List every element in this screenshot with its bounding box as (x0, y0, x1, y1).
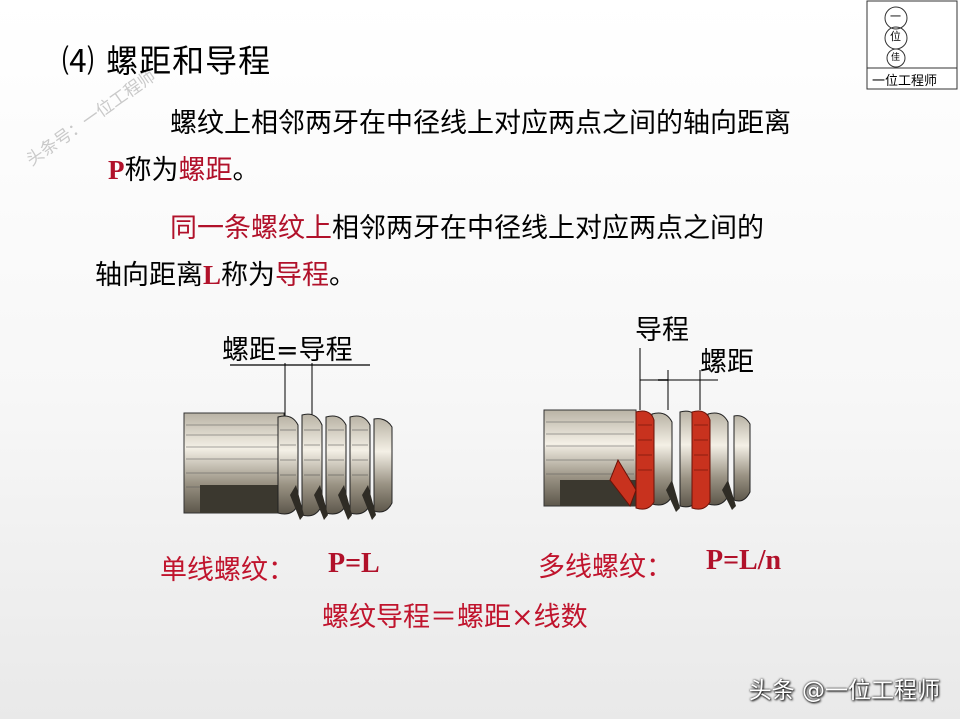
text: 。 (329, 260, 357, 291)
logo-caption: 一位工程师 (872, 74, 938, 89)
single-thread-formula: P=L (328, 548, 380, 579)
multi-thread-label: 多线螺纹： (538, 552, 673, 583)
same-thread-text: 同一条螺纹上 (170, 213, 332, 244)
symbol-l: L (203, 260, 222, 290)
logo-char: 佳 (891, 53, 901, 63)
pitch-equals-lead-label: 螺距=导程 (222, 335, 353, 366)
term-pitch: 螺距 (178, 155, 233, 186)
text: 称为 (124, 155, 179, 186)
text: 轴向距离 (95, 260, 203, 291)
lead-definition: 同一条螺纹上相邻两牙在中径线上对应两点之间的 轴向距离L称为导程。 (95, 205, 925, 299)
multi-thread-screw-figure (543, 348, 751, 512)
footer-watermark: 头条 @一位工程师 (748, 678, 940, 704)
logo-char: 位 (890, 30, 901, 43)
single-thread-screw-figure (183, 363, 393, 520)
page-title: ⑷ 螺距和导程 (62, 42, 272, 80)
pitch-label: 螺距 (700, 347, 754, 378)
logo-char: 一 (890, 10, 901, 23)
lead-label: 导程 (635, 315, 689, 346)
multi-thread-formula: P=L/n (706, 545, 782, 576)
single-thread-label: 单线螺纹： (160, 555, 295, 586)
pitch-definition-line: 螺纹上相邻两牙在中径线上对应两点之间的轴向距离 (170, 108, 791, 139)
text: 相邻两牙在中径线上对应两点之间的 (332, 213, 764, 244)
pitch-definition: 螺纹上相邻两牙在中径线上对应两点之间的轴向距离 P称为螺距。 (108, 100, 938, 194)
lead-equals-pitch-times-threads: 螺纹导程＝螺距×线数 (322, 602, 588, 633)
text: 称为 (221, 260, 276, 291)
symbol-p: P (108, 155, 125, 185)
logo: 一 位 佳 一位工程师 (866, 0, 958, 92)
term-lead: 导程 (275, 260, 330, 291)
text: 。 (232, 155, 260, 186)
